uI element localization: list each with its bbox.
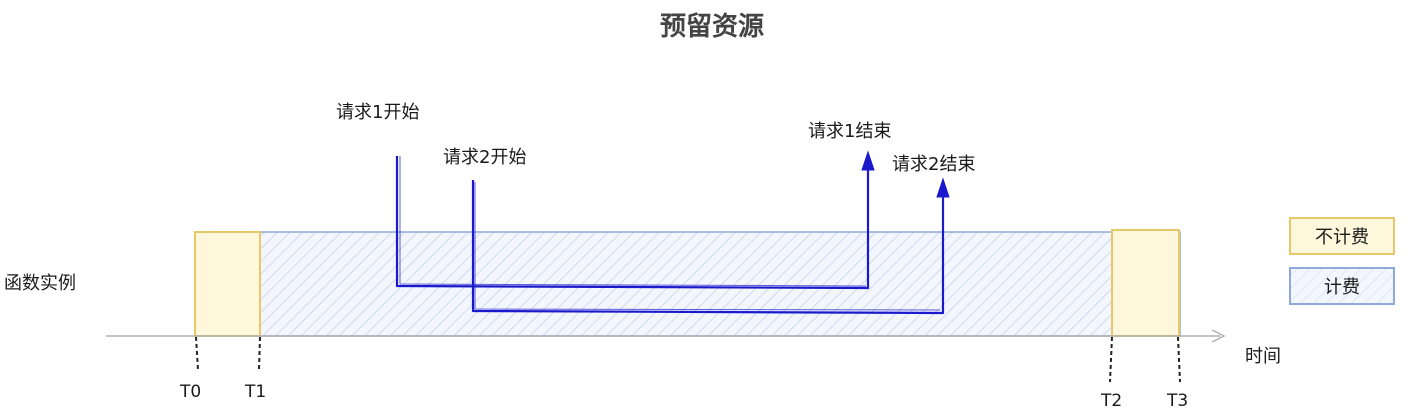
marker-line-t2 xyxy=(1109,336,1113,383)
request-2-path xyxy=(471,180,945,315)
request-2-path-shadow xyxy=(474,182,941,311)
time-axis-arrow-icon xyxy=(1211,329,1226,343)
marker-line-t3 xyxy=(1177,336,1181,383)
legend-label-unbilled: 不计费 xyxy=(1315,227,1369,248)
time-axis-label: 时间 xyxy=(1245,346,1281,367)
time-marker-t3: T3 xyxy=(1166,391,1188,411)
legend-swatch-unbilled xyxy=(1289,217,1395,255)
row-label: 函数实例 xyxy=(4,273,76,294)
time-marker-t0: T0 xyxy=(179,382,201,402)
billed-region-hatch xyxy=(194,231,1181,337)
marker-line-t0 xyxy=(195,336,199,371)
legend-label-billed: 计费 xyxy=(1324,277,1360,298)
request-2-end-label: 请求2结束 xyxy=(892,154,975,175)
request-2-arrowhead-icon xyxy=(936,177,950,198)
marker-line-t1 xyxy=(258,336,261,371)
time-marker-t2: T2 xyxy=(1100,391,1122,411)
legend-swatch-billed-hatch xyxy=(1289,267,1395,305)
time-marker-t1: T1 xyxy=(244,382,266,402)
unbilled-block-end xyxy=(1111,229,1180,337)
request-2-start-label: 请求2开始 xyxy=(443,147,526,168)
request-1-end-label: 请求1结束 xyxy=(808,121,891,142)
request-1-path-shadow xyxy=(399,156,867,287)
request-1-path xyxy=(395,156,870,290)
diagram-title: 预留资源 xyxy=(660,12,764,42)
request-1-start-label: 请求1开始 xyxy=(336,102,419,123)
unbilled-block-start xyxy=(194,231,261,337)
request-1-arrowhead-icon xyxy=(861,150,875,171)
